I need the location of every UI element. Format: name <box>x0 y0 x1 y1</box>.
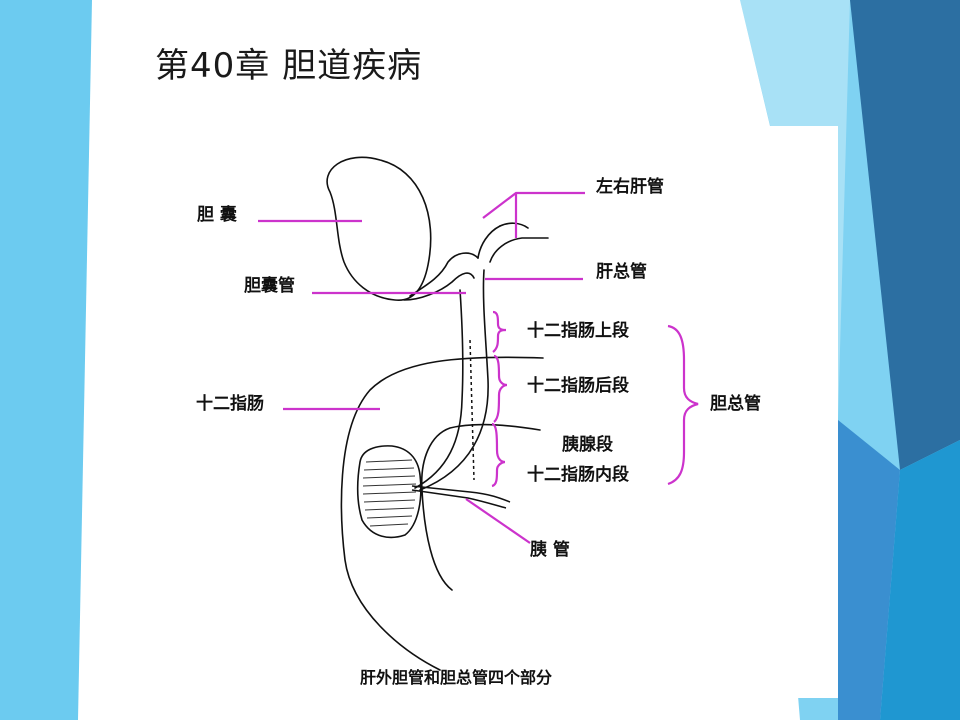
right-hepatic-duct <box>489 237 549 263</box>
gallbladder-outline <box>326 156 432 301</box>
label-pancreatic-segment: 胰腺段 <box>562 434 613 455</box>
label-supraduodenal: 十二指肠上段 <box>527 320 629 341</box>
right-facet-mid <box>880 440 960 720</box>
bracket-retroduodenal <box>493 354 508 423</box>
leader-pancreatic-duct <box>465 498 531 544</box>
common-duct-right <box>419 269 489 491</box>
label-common-hepatic: 肝总管 <box>596 261 647 282</box>
pancreatic-texture <box>362 459 417 527</box>
right-hepatic-duct-inner <box>499 222 529 229</box>
leader-left-right-hepatic <box>482 191 585 238</box>
title-area <box>92 0 770 126</box>
cystic-duct-lower <box>403 272 475 301</box>
cystic-duct <box>409 252 479 297</box>
slide-title: 第40章 胆道疾病 <box>155 46 423 86</box>
label-left-right-hepatic: 左右肝管 <box>596 176 664 197</box>
label-pancreatic-duct: 胰 管 <box>530 539 570 560</box>
label-gallbladder: 胆 囊 <box>197 204 237 225</box>
bracket-common-bile-duct <box>667 324 699 486</box>
label-duodenum: 十二指肠 <box>196 393 264 414</box>
bracket-supraduodenal <box>492 310 507 353</box>
pancreatic-duct <box>411 485 511 503</box>
common-duct-left <box>414 289 464 489</box>
duodenum-inner <box>420 423 541 591</box>
pancreatic-duct-2 <box>411 489 507 509</box>
left-hepatic-duct <box>477 225 501 259</box>
label-retroduodenal: 十二指肠后段 <box>527 375 629 396</box>
label-common-bile-duct: 胆总管 <box>710 393 761 414</box>
duct-dotted <box>469 339 475 481</box>
label-intraduodenal: 十二指肠内段 <box>527 464 629 485</box>
right-facet-dark <box>850 0 960 470</box>
right-facet-mid2 <box>838 420 900 720</box>
diagram-caption: 肝外胆管和胆总管四个部分 <box>360 668 552 687</box>
label-cystic-duct: 胆囊管 <box>244 275 295 296</box>
pancreatic-head-outline <box>356 445 422 539</box>
duodenum-outer <box>340 356 544 671</box>
left-blue-band <box>0 0 92 720</box>
bracket-pancreatic <box>491 422 506 488</box>
